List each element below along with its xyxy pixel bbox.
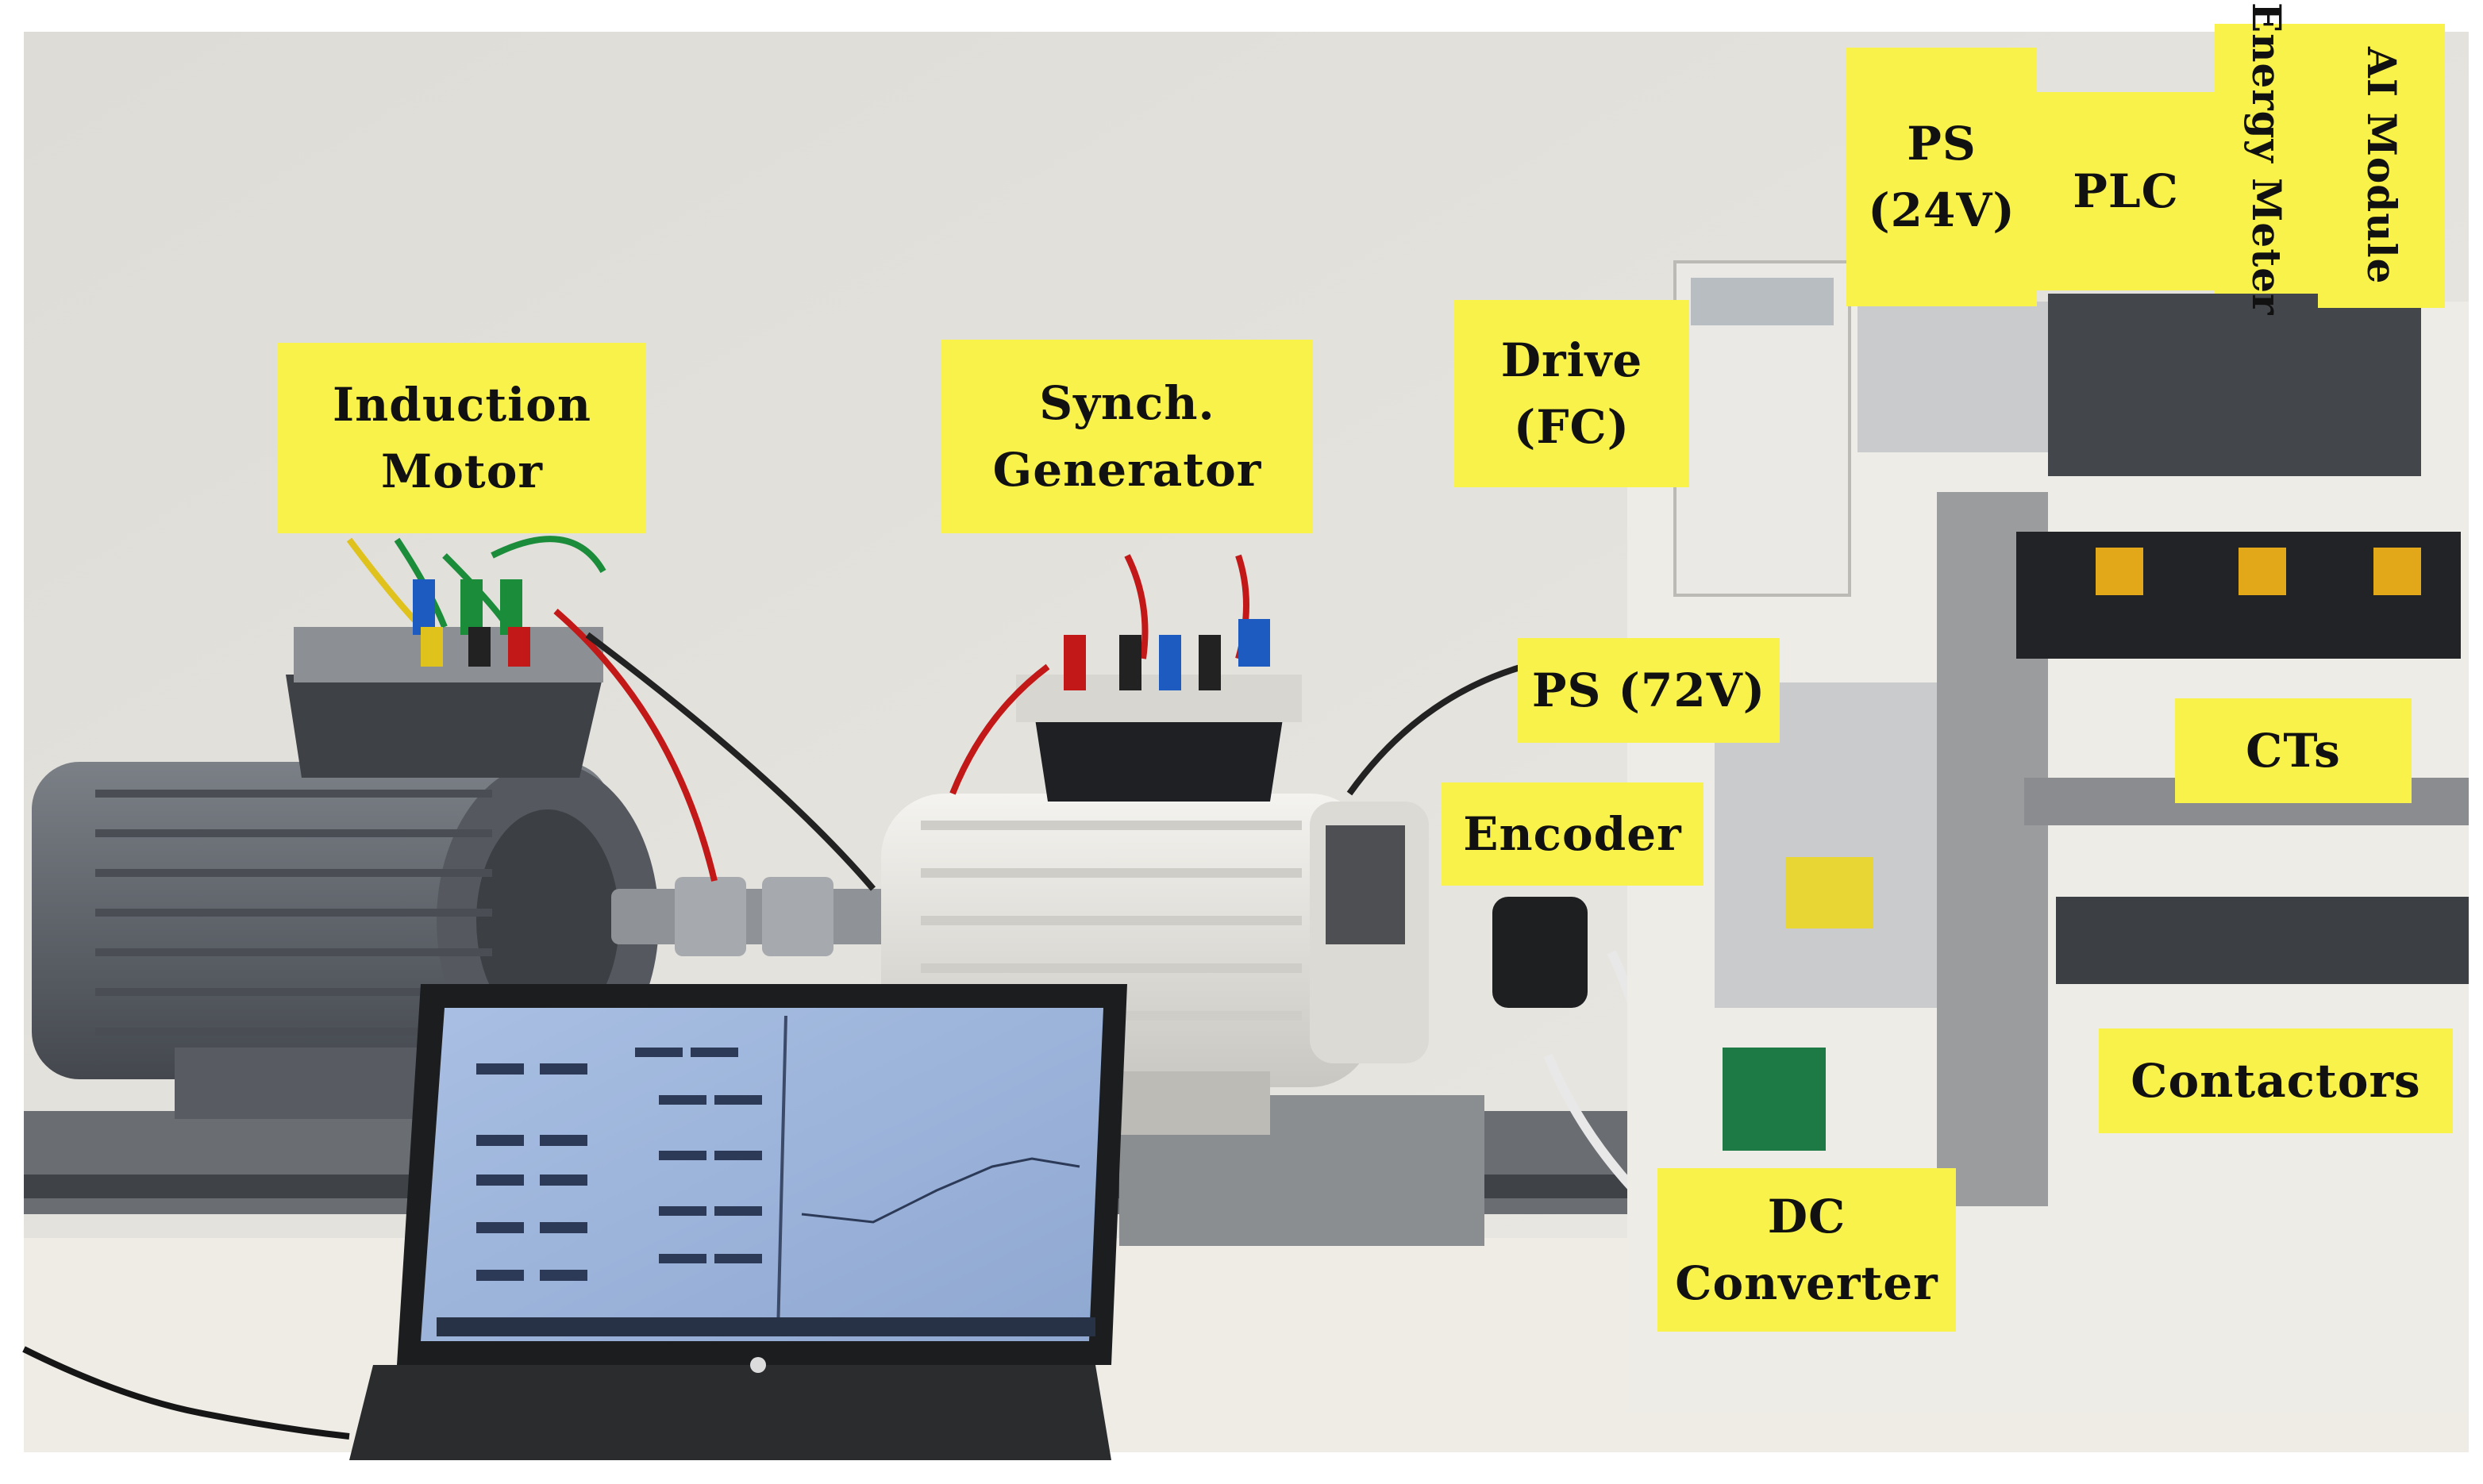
label-ps-72v: PS (72V) xyxy=(1518,638,1780,743)
label-plc: PLC xyxy=(2037,92,2215,290)
label-drive-fc: Drive (FC) xyxy=(1454,300,1689,487)
label-contactors: Contactors xyxy=(2099,1028,2453,1133)
label-energy-meter: Energy Meter xyxy=(2215,2,2318,315)
label-cts: CTs xyxy=(2175,698,2412,803)
label-ai-module: AI Module xyxy=(2318,24,2445,308)
label-synch-generator: Synch. Generator xyxy=(941,340,1313,533)
terminal-connectors xyxy=(413,579,1270,690)
encoder-device xyxy=(1492,897,1588,1008)
power-cable xyxy=(22,1346,350,1440)
label-induction-motor: Induction Motor xyxy=(278,343,646,533)
laptop xyxy=(349,984,1127,1460)
label-ps-24v: PS (24V) xyxy=(1846,48,2037,306)
label-dc-converter: DC Converter xyxy=(1657,1168,1956,1332)
laptop-screen xyxy=(421,1008,1103,1341)
label-encoder: Encoder xyxy=(1442,782,1703,886)
shaft-coupling xyxy=(611,889,897,944)
